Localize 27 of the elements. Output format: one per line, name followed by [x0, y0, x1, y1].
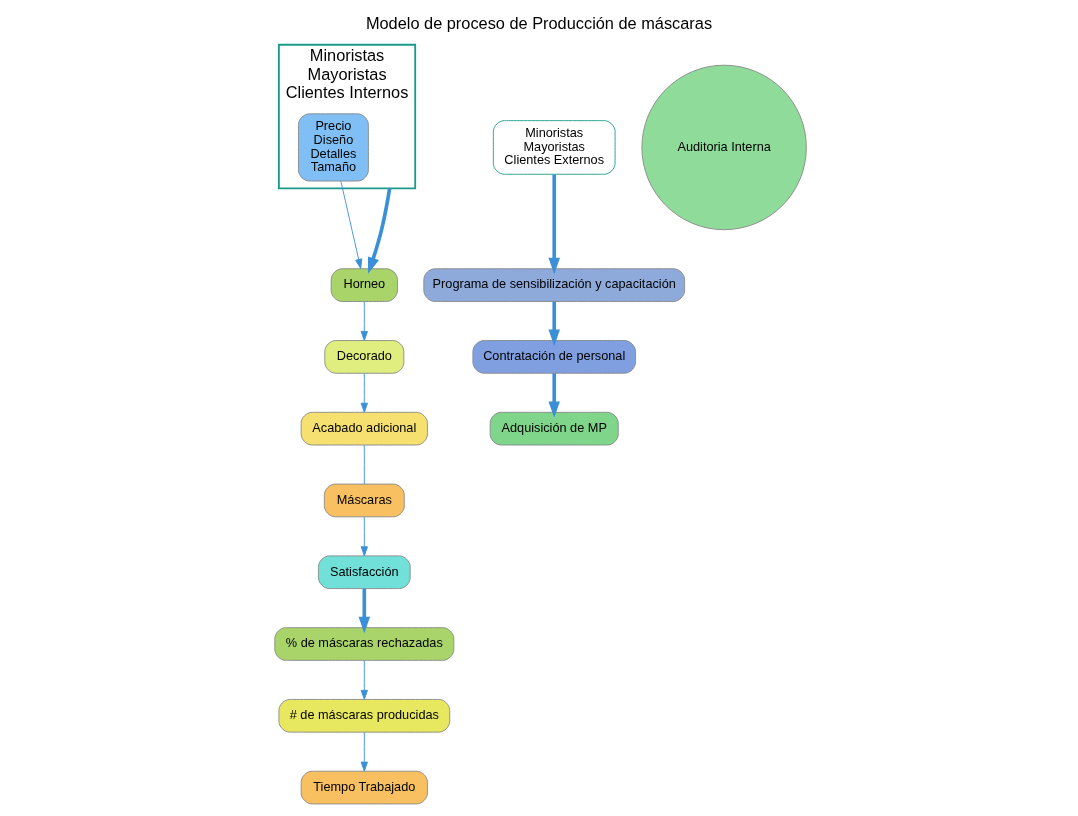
node-box: Contratación de personal [472, 340, 636, 374]
node-box: Tiempo Trabajado [300, 770, 428, 805]
arrow [360, 660, 368, 700]
node-box: # de máscaras producidas [278, 699, 451, 733]
node-box: Decorado [324, 340, 405, 374]
node-box: Programa de sensibilización y capacitación [423, 268, 686, 302]
arrow [340, 180, 363, 269]
node-box: Adquisición de MP [489, 411, 619, 446]
arrow [360, 372, 368, 413]
arrow [360, 301, 368, 341]
arrow [358, 588, 371, 634]
arrow [360, 731, 368, 772]
node-box: Máscaras [323, 483, 405, 518]
node-box: Minoristas Mayoristas Clientes Externos [492, 120, 616, 175]
diagram-title: Modelo de proceso de Producción de máscaras [365, 13, 713, 32]
node-box: % de máscaras rechazadas [274, 627, 455, 661]
node-box: Horneo [330, 268, 398, 302]
connector [363, 444, 365, 485]
arrow [548, 373, 560, 418]
arrow [548, 301, 560, 346]
node-box: Satisfacción [317, 555, 411, 590]
arrow [367, 188, 392, 274]
node-box: Precio Diseño Detalles Tamaño [298, 113, 369, 182]
node-circle: Auditoria Interna [641, 64, 807, 231]
node-box: Acabado adicional [300, 411, 428, 446]
arrow [360, 516, 368, 557]
arrow [548, 174, 560, 275]
